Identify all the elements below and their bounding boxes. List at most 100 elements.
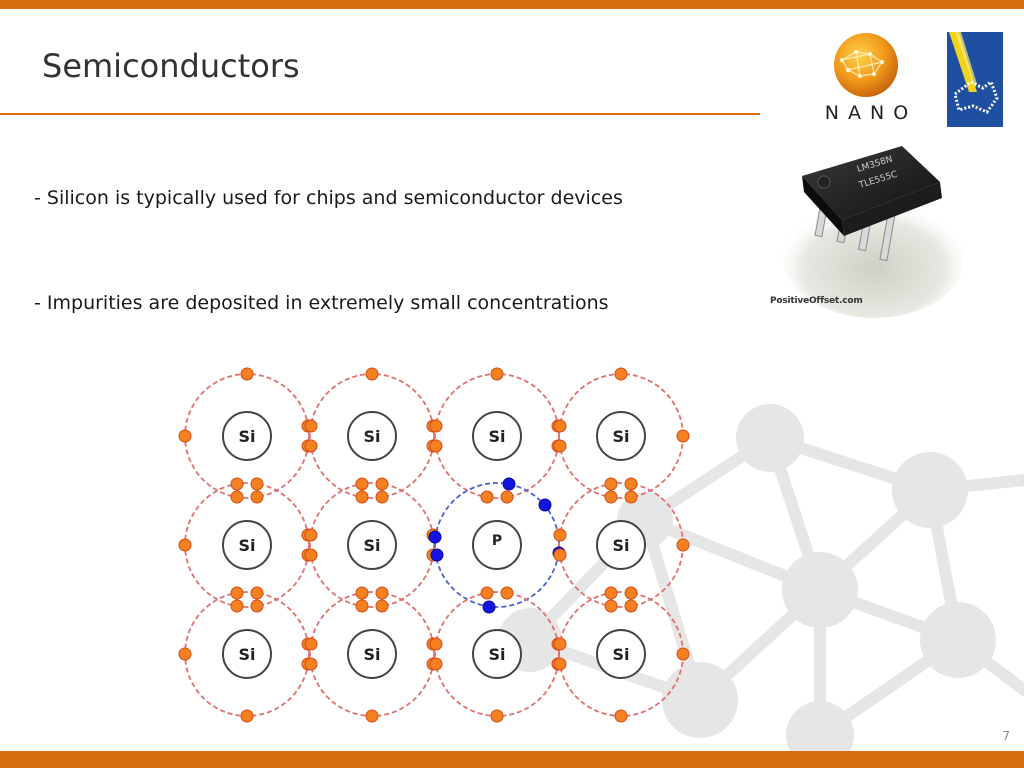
valence-electron: [250, 586, 264, 600]
silicon-nucleus: [222, 411, 272, 461]
atom-label: Si: [238, 536, 255, 555]
valence-electron: [250, 490, 264, 504]
valence-electron: [304, 657, 318, 671]
valence-electron: [502, 477, 516, 491]
atom-label: Si: [612, 427, 629, 446]
image-credit: PositiveOffset.com: [770, 296, 863, 306]
valence-electron: [490, 709, 504, 723]
valence-electron: [553, 637, 567, 651]
valence-electron: [355, 586, 369, 600]
valence-electron: [538, 498, 552, 512]
valence-electron: [604, 477, 618, 491]
top-accent-bar: [0, 0, 1024, 9]
silicon-nucleus: [472, 629, 522, 679]
valence-electron: [375, 586, 389, 600]
nano-logo-text: NANO: [824, 102, 918, 124]
valence-electron: [430, 548, 444, 562]
valence-electron: [500, 586, 514, 600]
valence-electron: [624, 477, 638, 491]
bullet-silicon: - Silicon is typically used for chips an…: [34, 187, 623, 209]
valence-electron: [553, 548, 567, 562]
valence-electron: [375, 490, 389, 504]
valence-electron: [676, 429, 690, 443]
slide-title: Semiconductors: [42, 47, 300, 85]
bottom-accent-bar: [0, 751, 1024, 768]
valence-electron: [624, 586, 638, 600]
valence-electron: [304, 548, 318, 562]
valence-electron: [614, 709, 628, 723]
university-crest-icon: [947, 32, 1003, 127]
valence-electron: [604, 599, 618, 613]
valence-electron: [676, 647, 690, 661]
atom-label: Si: [238, 427, 255, 446]
valence-electron: [624, 599, 638, 613]
valence-electron: [304, 439, 318, 453]
valence-electron: [355, 477, 369, 491]
valence-electron: [304, 528, 318, 542]
atom-label: Si: [488, 427, 505, 446]
nano-globe-icon: [834, 33, 898, 97]
bullet-impurities: - Impurities are deposited in extremely …: [34, 292, 609, 314]
valence-electron: [250, 599, 264, 613]
atom-label: Si: [612, 645, 629, 664]
valence-electron: [429, 419, 443, 433]
valence-electron: [365, 367, 379, 381]
page-number: 7: [1002, 729, 1010, 743]
valence-electron: [553, 657, 567, 671]
valence-electron: [429, 637, 443, 651]
silicon-nucleus: [596, 411, 646, 461]
valence-electron: [375, 477, 389, 491]
valence-electron: [178, 647, 192, 661]
valence-electron: [676, 538, 690, 552]
valence-electron: [355, 599, 369, 613]
title-underline: [0, 113, 760, 115]
silicon-nucleus: [222, 520, 272, 570]
valence-electron: [428, 530, 442, 544]
atom-label: Si: [363, 645, 380, 664]
valence-electron: [604, 490, 618, 504]
silicon-nucleus: [347, 629, 397, 679]
university-logo: [947, 32, 1003, 127]
valence-electron: [240, 367, 254, 381]
atom-label: Si: [488, 645, 505, 664]
valence-electron: [304, 419, 318, 433]
valence-electron: [500, 490, 514, 504]
valence-electron: [230, 477, 244, 491]
nano-logo: NANO: [812, 30, 924, 130]
valence-electron: [482, 600, 496, 614]
valence-electron: [355, 490, 369, 504]
silicon-nucleus: [347, 520, 397, 570]
valence-electron: [230, 586, 244, 600]
valence-electron: [178, 538, 192, 552]
valence-electron: [178, 429, 192, 443]
valence-electron: [490, 367, 504, 381]
valence-electron: [553, 439, 567, 453]
valence-electron: [230, 490, 244, 504]
atom-label: Si: [238, 645, 255, 664]
valence-electron: [614, 367, 628, 381]
valence-electron: [250, 477, 264, 491]
valence-electron: [480, 490, 494, 504]
silicon-nucleus: [596, 629, 646, 679]
silicon-nucleus: [472, 411, 522, 461]
valence-electron: [429, 657, 443, 671]
valence-electron: [604, 586, 618, 600]
silicon-nucleus: [347, 411, 397, 461]
atom-label: Si: [363, 427, 380, 446]
valence-electron: [624, 490, 638, 504]
molecular-network-decoration: [498, 404, 1024, 751]
valence-electron: [480, 586, 494, 600]
atom-label: P: [492, 533, 502, 549]
atom-label: Si: [363, 536, 380, 555]
phosphorus-nucleus: [472, 520, 522, 570]
valence-electron: [365, 709, 379, 723]
silicon-nucleus: [596, 520, 646, 570]
valence-electron: [230, 599, 244, 613]
valence-electron: [240, 709, 254, 723]
valence-electron: [429, 439, 443, 453]
ic-chip-photo: LM358N TLE555C: [762, 138, 966, 323]
valence-electron: [553, 419, 567, 433]
atom-label: Si: [612, 536, 629, 555]
valence-electron: [553, 528, 567, 542]
